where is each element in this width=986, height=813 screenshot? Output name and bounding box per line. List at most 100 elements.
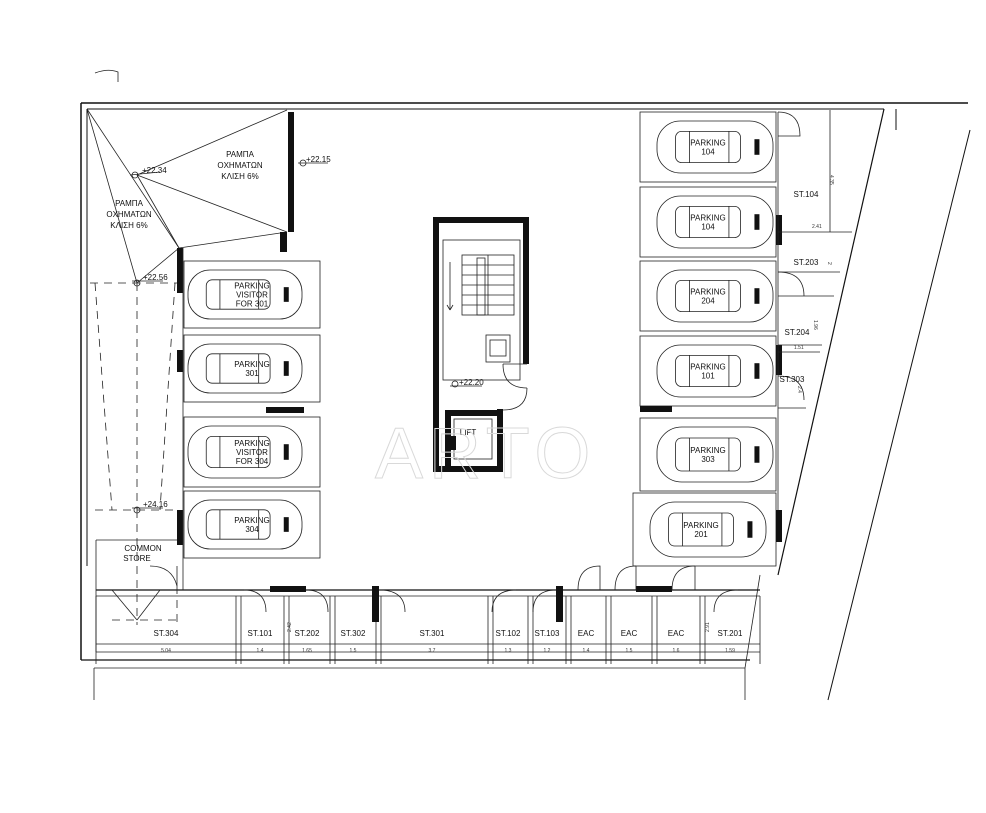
watermark: ARTO <box>375 414 596 494</box>
bottom-walls <box>243 565 739 622</box>
parking-label: 304 <box>245 525 259 534</box>
parking-label: PARKING <box>690 288 725 297</box>
parking-label: 301 <box>245 369 259 378</box>
door-swing <box>502 363 528 389</box>
level-marker-3: +22.56 <box>132 273 168 287</box>
car-icon <box>656 426 774 483</box>
svg-text:ΡΑΜΠΑ: ΡΑΜΠΑ <box>115 199 144 208</box>
parking-label: 104 <box>701 223 715 232</box>
parking-label: PARKING <box>690 363 725 372</box>
store-dimension: 1.4 <box>583 648 590 654</box>
parking-label: VISITOR <box>236 291 268 300</box>
svg-text:1.96: 1.96 <box>812 320 818 330</box>
store-dimension: 1.2 <box>544 648 551 654</box>
store-dimension: 1.5 <box>626 648 633 654</box>
store-label: ST.302 <box>341 629 366 638</box>
parking-label: 204 <box>701 297 715 306</box>
svg-text:2.41: 2.41 <box>812 224 822 230</box>
svg-text:1.51: 1.51 <box>794 345 804 351</box>
store-depth-dimension: 2.91 <box>705 622 711 632</box>
parking-label: FOR 301 <box>236 300 269 309</box>
store-label: ST.102 <box>496 629 521 638</box>
store-label: EAC <box>578 629 595 638</box>
parking-label: VISITOR <box>236 448 268 457</box>
parking-label: PARKING <box>690 214 725 223</box>
svg-text:2.4: 2.4 <box>796 386 802 393</box>
common-store: COMMON STORE <box>95 539 178 590</box>
svg-text:4.35: 4.35 <box>828 175 834 185</box>
svg-text:ΚΛΙΣΗ 6%: ΚΛΙΣΗ 6% <box>221 172 258 181</box>
svg-text:LIFT: LIFT <box>460 428 477 437</box>
car-icon <box>187 269 303 320</box>
door-swing <box>777 111 801 137</box>
store-dimension: 1.59 <box>725 648 735 654</box>
store-dimension: 3.7 <box>429 648 436 654</box>
store-label: ST.201 <box>718 629 743 638</box>
car-icon <box>656 120 774 174</box>
level-marker-1: +22.34 <box>129 166 167 179</box>
wheelchair-platform <box>485 334 511 363</box>
car-icon <box>656 344 774 398</box>
store-unit: ST.201 1.59 <box>699 596 743 664</box>
parking-label: PARKING <box>234 516 269 525</box>
store-depth-dimension: 2.42 <box>287 622 293 632</box>
level-marker-4: +22.20 <box>450 378 484 388</box>
store-unit: ST.202 1.65 <box>283 596 320 664</box>
stair-well <box>442 239 521 381</box>
car-icon <box>187 343 303 394</box>
store-unit: ST.101 1.4 <box>235 596 273 664</box>
parking-label: 101 <box>701 372 715 381</box>
level-marker-2: +22.15 <box>298 155 331 167</box>
svg-text:ST.303: ST.303 <box>780 375 805 384</box>
parking-label: PARKING <box>234 439 269 448</box>
parking-label: PARKING <box>690 446 725 455</box>
store-label: ST.202 <box>295 629 320 638</box>
car-icon <box>187 425 303 479</box>
stair-lift-core: LIFT <box>433 217 529 472</box>
svg-text:+22.15: +22.15 <box>306 155 331 164</box>
car-icon <box>187 499 303 550</box>
svg-text:+22.56: +22.56 <box>143 273 168 282</box>
store-label: EAC <box>621 629 638 638</box>
parking-label: PARKING <box>690 139 725 148</box>
svg-text:COMMON: COMMON <box>124 544 162 553</box>
svg-text:ΚΛΙΣΗ 6%: ΚΛΙΣΗ 6% <box>110 221 147 230</box>
store-label: ST.304 <box>154 629 179 638</box>
right-stores: ST.104 ST.203 ST.204 ST.303 4.35 2.41 2 … <box>777 110 852 510</box>
svg-text:ST.203: ST.203 <box>794 258 819 267</box>
north-mark <box>94 69 119 82</box>
store-label: ST.103 <box>535 629 560 638</box>
level-marker-5: +24.16 <box>132 500 168 514</box>
car-icon <box>656 195 774 249</box>
ramp-label-2: ΡΑΜΠΑ ΟΧΗΜΑΤΩΝ ΚΛΙΣΗ 6% <box>106 199 151 230</box>
svg-text:+24.16: +24.16 <box>143 500 168 509</box>
store-unit: EAC 1.4 <box>565 596 595 664</box>
right-parking-bays: PARKING104PARKING104PARKING204PARKING101… <box>632 111 777 567</box>
svg-text:ΟΧΗΜΑΤΩΝ: ΟΧΗΜΑΤΩΝ <box>106 210 151 219</box>
parking-label: PARKING <box>234 360 269 369</box>
store-dimension: 1.4 <box>257 648 264 654</box>
svg-text:ST.204: ST.204 <box>785 328 810 337</box>
svg-text:+22.20: +22.20 <box>459 378 484 387</box>
store-label: ST.101 <box>248 629 273 638</box>
svg-text:ST.104: ST.104 <box>794 190 819 199</box>
store-unit: EAC 1.6 <box>651 596 685 664</box>
parking-label: 303 <box>701 455 715 464</box>
store-label: EAC <box>668 629 685 638</box>
store-dimension: 1.6 <box>673 648 680 654</box>
store-dimension: 1.65 <box>302 648 312 654</box>
parking-label: PARKING <box>683 521 718 530</box>
